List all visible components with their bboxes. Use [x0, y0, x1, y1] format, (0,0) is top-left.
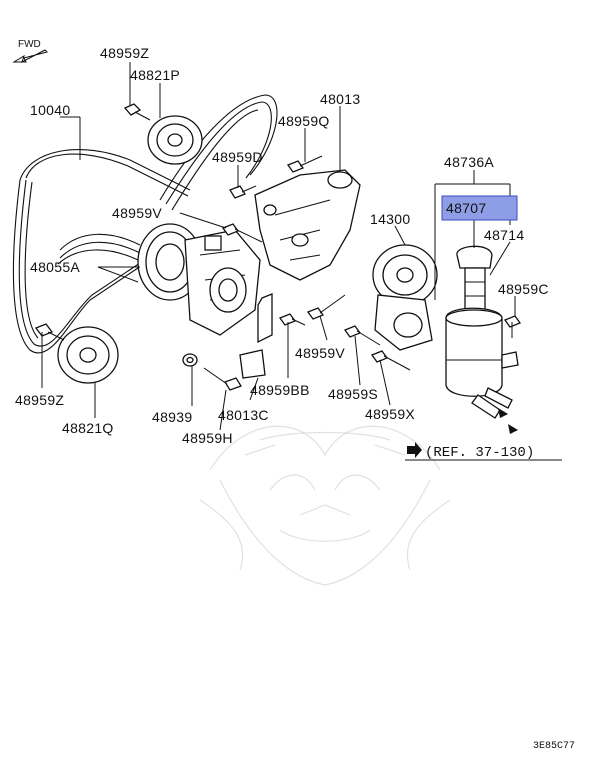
highlighted-part-48707[interactable] [441, 195, 518, 221]
label-48707[interactable]: 48707 [446, 200, 486, 216]
label-48959Z-top[interactable]: 48959Z [100, 45, 149, 61]
label-48959D[interactable]: 48959D [212, 149, 263, 165]
reference-label: (REF. 37-130) [425, 445, 534, 461]
power-steering-pump [137, 223, 261, 336]
part-labels: 48959Z 48821P 10040 48013 48959Q 48959D … [15, 45, 549, 446]
label-48959Z-bottom[interactable]: 48959Z [15, 392, 64, 408]
label-48959H[interactable]: 48959H [182, 430, 233, 446]
label-48055A[interactable]: 48055A [30, 259, 80, 275]
label-48959X[interactable]: 48959X [365, 406, 415, 422]
watermark-emblem [199, 425, 451, 586]
label-48821Q[interactable]: 48821Q [62, 420, 114, 436]
flow-arrow-icons [498, 408, 518, 434]
bolts-bracket [221, 155, 346, 326]
arrow-right-icon [407, 442, 422, 458]
label-48736A[interactable]: 48736A [444, 154, 494, 170]
label-14300[interactable]: 14300 [370, 211, 410, 227]
fwd-indicator: FWD [12, 39, 48, 64]
label-48959V-left[interactable]: 48959V [112, 205, 162, 221]
label-48959BB[interactable]: 48959BB [250, 382, 310, 398]
pump-bracket [254, 169, 361, 281]
bolt-lower-left [34, 323, 65, 341]
diagram-code: 3E85C77 [533, 741, 575, 752]
bolts-tensioner [343, 325, 411, 371]
fwd-arrow-icon [12, 49, 48, 64]
label-48714[interactable]: 48714 [484, 227, 524, 243]
label-48959Q[interactable]: 48959Q [278, 113, 330, 129]
label-48939[interactable]: 48939 [152, 409, 192, 425]
fwd-label: FWD [18, 39, 41, 50]
idler-pulley-lower [57, 326, 119, 384]
label-48821P[interactable]: 48821P [130, 67, 180, 83]
label-48959C[interactable]: 48959C [498, 281, 549, 297]
label-48013[interactable]: 48013 [320, 91, 360, 107]
leader-lines [41, 62, 562, 461]
washer [182, 353, 198, 367]
bolt-48959C [503, 315, 522, 338]
bolt-upper-left [123, 103, 151, 121]
drive-belt [12, 94, 278, 354]
label-48013C[interactable]: 48013C [218, 407, 269, 423]
label-10040[interactable]: 10040 [30, 102, 70, 118]
idler-pulley-upper [147, 115, 203, 165]
reservoir-assembly [445, 245, 519, 419]
reference-link[interactable]: (REF. 37-130) [407, 442, 534, 461]
bolt-bottom-center [203, 367, 242, 391]
small-bracket [239, 293, 273, 379]
label-48959V-mid[interactable]: 48959V [295, 345, 345, 361]
label-48959S[interactable]: 48959S [328, 386, 378, 402]
belt-tensioner [372, 244, 438, 351]
